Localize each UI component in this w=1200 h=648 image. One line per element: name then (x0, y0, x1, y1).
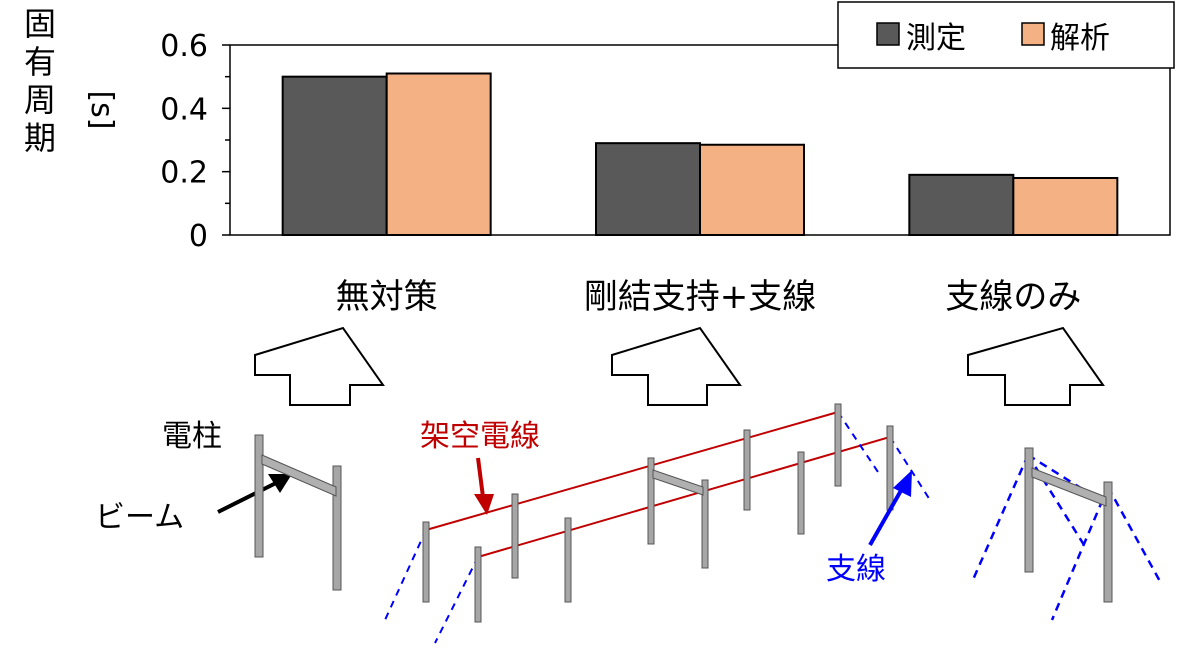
overhead-wire (425, 411, 839, 531)
beam (261, 454, 337, 497)
guy-wire (970, 454, 1030, 583)
arrows (254, 326, 1105, 406)
y-tick-label: 0.6 (160, 29, 208, 64)
label-pole: 電柱 (162, 419, 222, 454)
pole (834, 403, 842, 487)
up-arrow-icon (254, 326, 385, 406)
guy-wire (1106, 486, 1164, 586)
beam (652, 469, 704, 496)
legend-swatch-analysis (1021, 22, 1045, 46)
pole (254, 434, 264, 558)
pole (743, 429, 751, 511)
y-axis-title-char: 期 (24, 119, 56, 157)
pole (332, 465, 342, 591)
guy-wire (1026, 454, 1086, 546)
y-axis: 0 0.2 0.4 0.6 (160, 29, 230, 254)
x-axis-labels: 無対策 剛結支持+支線 支線のみ (336, 277, 1082, 317)
bar-measured (908, 173, 1015, 236)
bar-analysis (385, 72, 492, 236)
pole (1103, 481, 1113, 603)
pole (701, 479, 709, 569)
y-tick-label: 0.4 (160, 92, 208, 127)
legend-swatch-measured (876, 22, 900, 46)
beam (1031, 467, 1107, 507)
up-arrow-icon (611, 326, 742, 406)
label-overhead-wire: 架空電線 (420, 419, 540, 454)
illustration-gate: 電柱 ビーム (95, 419, 342, 591)
pole (1024, 447, 1034, 573)
guy-wire (1050, 486, 1110, 621)
pole (511, 493, 519, 579)
overhead-wire (477, 436, 891, 558)
illustration-guy-only (970, 447, 1164, 621)
bar-analysis (1012, 177, 1119, 236)
guy-wire (837, 411, 881, 476)
illustration-line: 架空電線 支線 (384, 403, 931, 644)
legend-label-analysis: 解析 (1050, 21, 1110, 56)
bars (281, 72, 1119, 237)
y-axis-title-char: 固 (24, 5, 56, 43)
pole (564, 517, 572, 603)
label-beam: ビーム (95, 500, 184, 535)
label-guy-wire: 支線 (826, 552, 886, 587)
legend-label-measured: 測定 (906, 21, 966, 56)
y-axis-title-char: 周 (24, 81, 56, 119)
bar-measured (281, 75, 388, 236)
bar-analysis (699, 143, 805, 236)
x-category-label: 支線のみ (945, 277, 1081, 317)
pole (647, 457, 655, 545)
guy-wire (384, 529, 427, 621)
y-tick-label: 0.2 (160, 156, 208, 191)
y-axis-unit: [s] (84, 90, 119, 129)
pole (422, 521, 430, 603)
guy-wire (434, 556, 479, 644)
up-arrow-icon (967, 326, 1105, 406)
pole (797, 451, 805, 535)
x-category-label: 無対策 (336, 277, 438, 317)
pole (886, 425, 894, 511)
legend: 測定 解析 (837, 1, 1175, 69)
bar-measured (595, 142, 701, 237)
y-axis-title-char: 有 (24, 43, 56, 81)
y-tick-label: 0 (189, 219, 208, 254)
x-category-label: 剛結支持+支線 (584, 277, 817, 317)
pole (474, 546, 482, 623)
